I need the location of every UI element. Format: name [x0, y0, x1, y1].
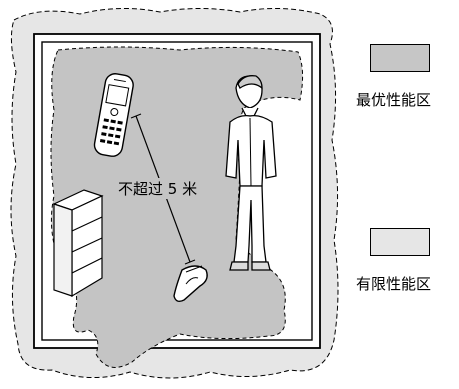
limited-zone-label: 有限性能区 [356, 273, 431, 294]
distance-label: 不超过 5 米 [116, 178, 199, 199]
optimal-zone-label: 最优性能区 [356, 89, 431, 110]
optimal-zone-swatch [370, 44, 430, 72]
bookshelf-icon [54, 190, 102, 296]
limited-zone-swatch [370, 228, 430, 256]
